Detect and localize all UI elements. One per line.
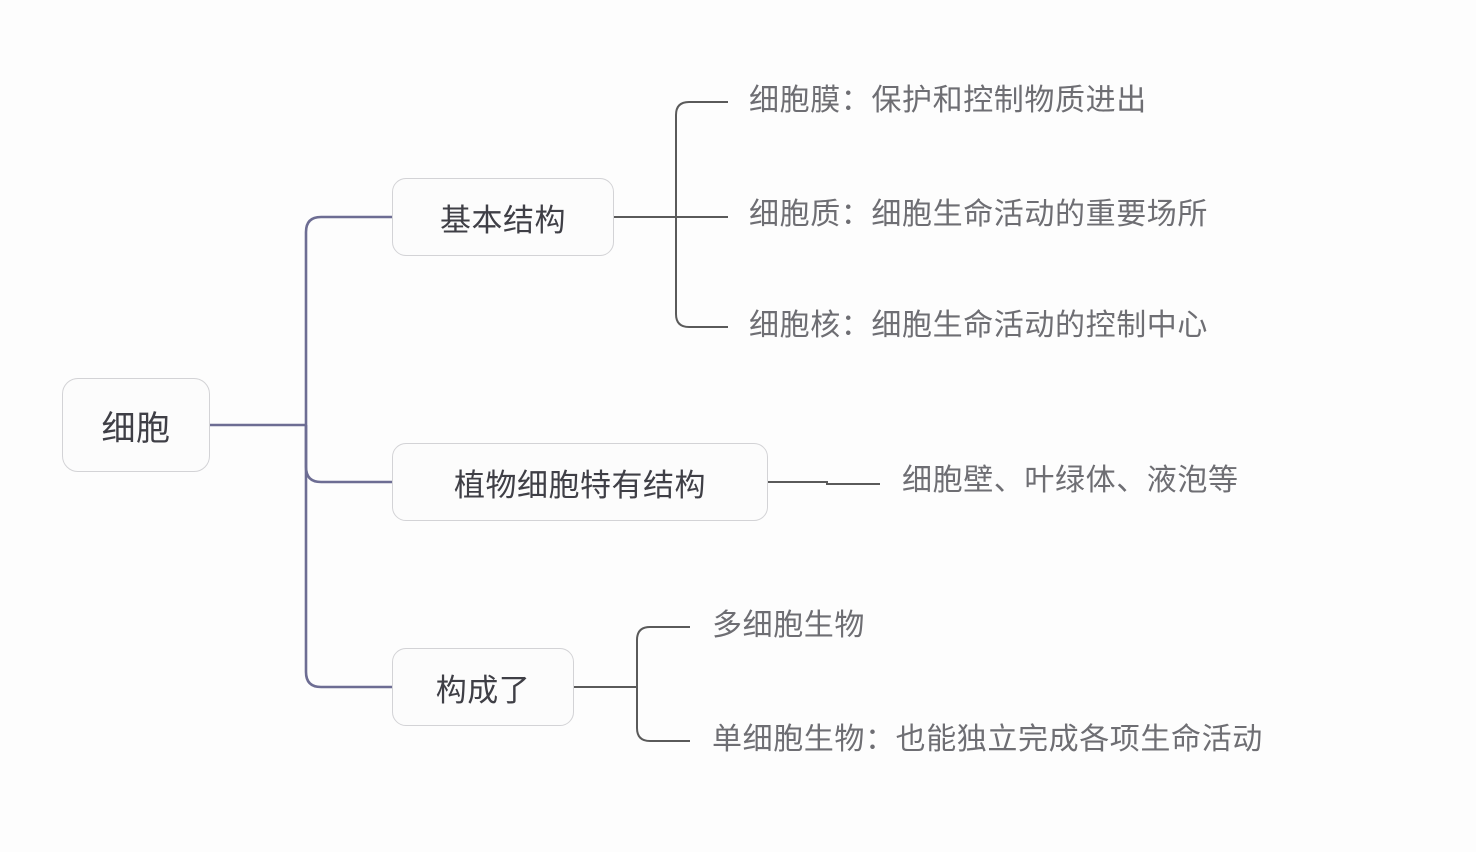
connector-branch1-leaf-1: [675, 101, 728, 217]
leaf-node-nucleus[interactable]: 细胞核：细胞生命活动的控制中心: [749, 309, 1208, 342]
branch-node-plant-cell-structure[interactable]: 植物细胞特有结构: [392, 443, 768, 521]
leaf-node-cell-membrane[interactable]: 细胞膜：保护和控制物质进出: [749, 84, 1147, 117]
root-node[interactable]: 细胞: [62, 378, 210, 472]
connector-branch3-leaf-2: [636, 687, 690, 742]
leaf-node-multicellular-organism[interactable]: 多细胞生物: [712, 609, 865, 642]
leaf-node-unicellular-organism[interactable]: 单细胞生物：也能独立完成各项生命活动: [712, 723, 1263, 756]
connector-trunk-to-branch-2: [304, 425, 392, 484]
connector-branch3-leaf-1: [636, 626, 690, 687]
connector-branch1-leaf-3: [675, 217, 728, 328]
branch-node-composes[interactable]: 构成了: [392, 648, 574, 726]
leaf-node-plant-specific-parts[interactable]: 细胞壁、叶绿体、液泡等: [902, 464, 1239, 497]
connector-trunk-to-branch-1: [304, 215, 392, 425]
leaf-node-cytoplasm[interactable]: 细胞质：细胞生命活动的重要场所: [749, 198, 1208, 231]
connector-trunk-to-branch-3: [304, 425, 392, 689]
branch-node-basic-structure[interactable]: 基本结构: [392, 178, 614, 256]
